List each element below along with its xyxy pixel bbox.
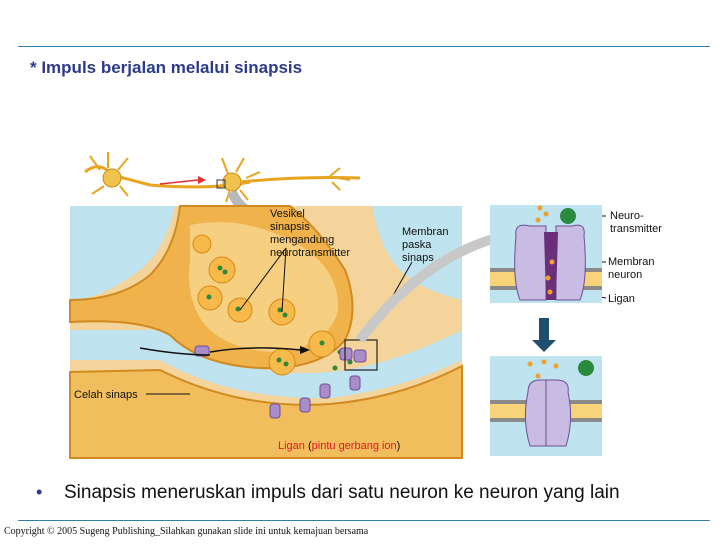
label-vesikel: Vesikel sinapsis mengandung neurotransmi… bbox=[270, 208, 350, 260]
bullet-marker: • bbox=[36, 482, 43, 502]
synapse-panel bbox=[69, 205, 463, 459]
copyright-footer: Copyright © 2005 Sugeng Publishing_Silah… bbox=[4, 526, 369, 537]
label-membran-paska: Membran paska sinaps bbox=[402, 226, 448, 265]
label-paren: ( bbox=[307, 440, 312, 452]
receptor-channels bbox=[194, 345, 367, 419]
label-line: neuron bbox=[608, 269, 643, 281]
neuron-overview-diagram bbox=[84, 152, 361, 203]
label-line: neurotransmitter bbox=[270, 247, 351, 259]
label-line: Membran bbox=[608, 256, 655, 268]
receptor-open-panel bbox=[490, 356, 602, 456]
label-line: mengandung bbox=[270, 234, 335, 246]
label-ligan-gate: Ligan (pintu gerbang ion) bbox=[278, 440, 400, 452]
bullet-text: Sinapsis meneruskan impuls dari satu neu… bbox=[64, 482, 620, 503]
label-neurotransmitter: Neuro- transmitter bbox=[610, 210, 662, 236]
top-divider bbox=[18, 46, 710, 47]
label-line: Vesikel bbox=[270, 208, 305, 220]
label-line: transmitter bbox=[610, 223, 662, 235]
label-membran-neuron: Membran neuron bbox=[608, 256, 654, 282]
slide-title: * Impuls berjalan melalui sinapsis bbox=[30, 58, 303, 77]
label-ligan: Ligan bbox=[608, 293, 635, 305]
bottom-divider bbox=[18, 520, 710, 521]
label-line: paska bbox=[402, 239, 432, 251]
label-line: Membran bbox=[402, 226, 449, 238]
label-line: Neuro- bbox=[610, 210, 644, 222]
label-gate-word: pintu gerbang ion bbox=[311, 440, 397, 452]
label-line: sinaps bbox=[402, 252, 434, 264]
label-celah: Celah sinaps bbox=[74, 389, 138, 401]
receptor-closed-panel bbox=[490, 205, 602, 303]
label-line: sinapsis bbox=[270, 221, 310, 233]
label-ligan-word: Ligan bbox=[278, 440, 305, 452]
label-paren: ) bbox=[396, 440, 401, 452]
